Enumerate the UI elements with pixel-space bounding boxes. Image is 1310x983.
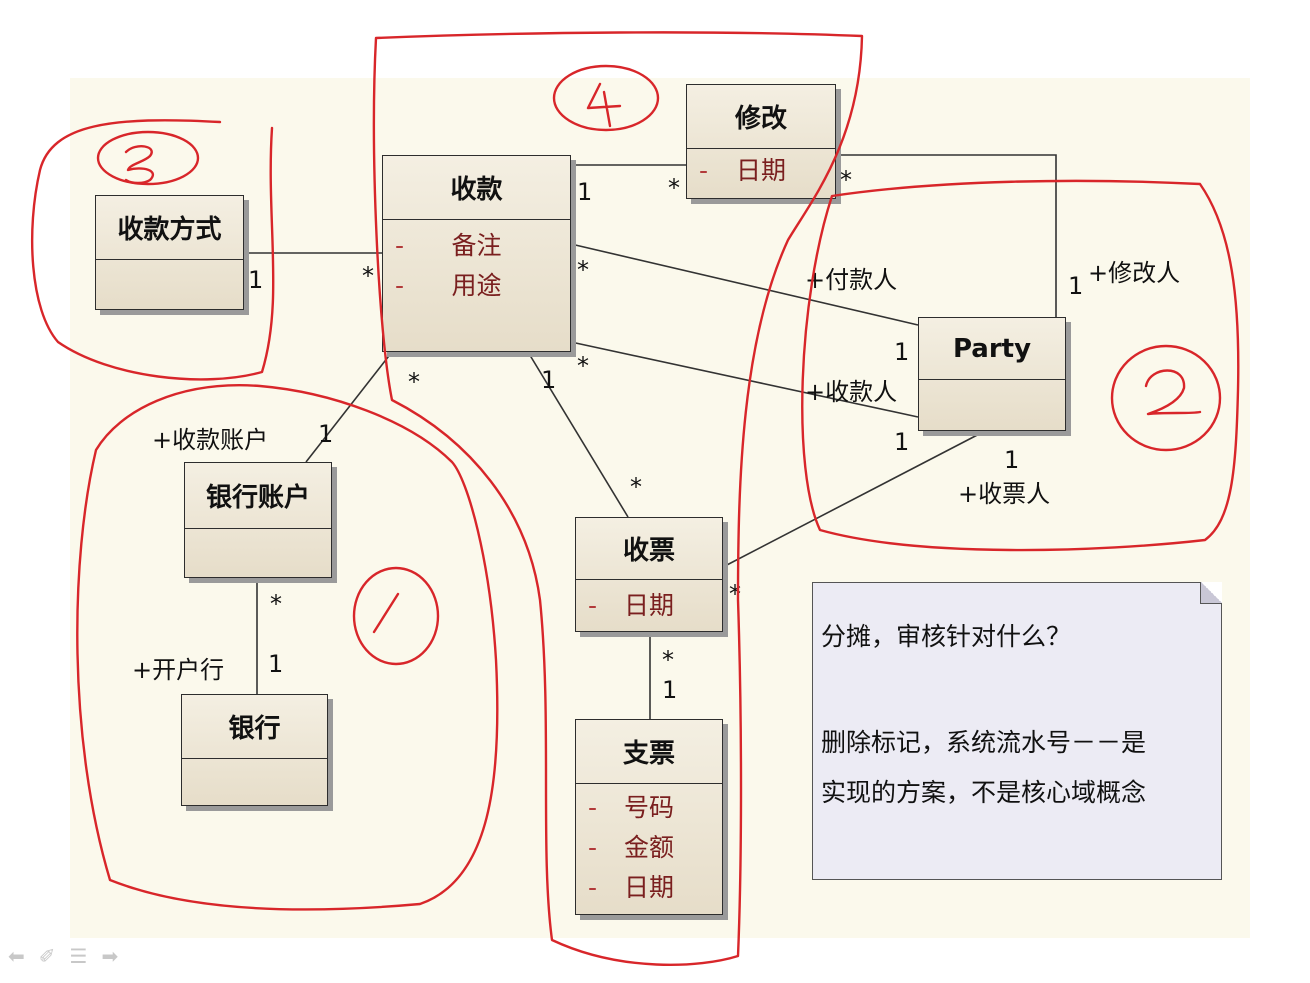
multiplicity-label: * xyxy=(662,646,674,674)
attribute: -备注 xyxy=(383,226,570,266)
pen-icon[interactable]: ✐ xyxy=(38,944,56,968)
role-label: +收票人 xyxy=(958,480,1051,508)
note-line: 实现的方案，不是核心域概念 xyxy=(821,778,1147,807)
multiplicity-label: * xyxy=(577,352,589,380)
class-yinhang[interactable]: 银行 xyxy=(181,694,328,806)
class-name: 收款方式 xyxy=(96,196,243,260)
multiplicity-label: * xyxy=(408,368,420,396)
class-party[interactable]: Party xyxy=(918,317,1066,431)
attribute: -用途 xyxy=(383,266,570,306)
attribute-list: -日期 xyxy=(687,149,835,191)
note: 分摊，审核针对什么？ 删除标记，系统流水号－－是 实现的方案，不是核心域概念 xyxy=(812,582,1222,880)
multiplicity-label: 1 xyxy=(268,650,284,678)
multiplicity-label: * xyxy=(577,256,589,284)
attribute: -日期 xyxy=(687,151,835,191)
class-xiugai[interactable]: 修改 -日期 xyxy=(686,84,836,199)
multiplicity-label: * xyxy=(729,580,741,608)
class-shoupiao[interactable]: 收票 -日期 xyxy=(575,517,723,632)
multiplicity-label: 1 xyxy=(541,366,557,394)
role-label: +收款账户 xyxy=(152,426,269,454)
class-shoukuan[interactable]: 收款 -备注 -用途 xyxy=(382,155,571,352)
arrow-left-icon[interactable]: ⬅ xyxy=(8,944,25,968)
class-name: 修改 xyxy=(687,85,835,149)
class-name: 收款 xyxy=(383,156,570,220)
class-name: 支票 xyxy=(576,720,722,784)
class-shoukuan-fangshi[interactable]: 收款方式 xyxy=(95,195,244,310)
multiplicity-label: 1 xyxy=(248,266,264,294)
attribute-name: 用途 xyxy=(451,271,502,300)
class-zhipiao[interactable]: 支票 -号码 -金额 -日期 xyxy=(575,719,723,915)
class-name: 银行 xyxy=(182,695,327,759)
attribute-list: -备注 -用途 xyxy=(383,220,570,306)
note-line: 分摊，审核针对什么？ xyxy=(821,622,1072,651)
multiplicity-label: 1 xyxy=(1068,272,1084,300)
multiplicity-label: * xyxy=(840,166,852,194)
multiplicity-label: 1 xyxy=(577,178,593,206)
attribute-list: -日期 xyxy=(576,580,722,626)
multiplicity-label: 1 xyxy=(1004,446,1020,474)
multiplicity-label: 1 xyxy=(894,428,910,456)
assoc-party-shoupiao xyxy=(722,430,986,568)
attribute-name: 备注 xyxy=(451,231,502,260)
class-name: 收票 xyxy=(576,518,722,580)
attribute: -金额 xyxy=(576,828,722,868)
attribute-list: -号码 -金额 -日期 xyxy=(576,784,722,908)
attribute: -日期 xyxy=(576,586,722,626)
arrow-right-icon[interactable]: ➡ xyxy=(101,944,119,968)
menu-icon[interactable]: ☰ xyxy=(69,944,88,968)
attribute-name: 号码 xyxy=(623,793,674,822)
attribute-name: 日期 xyxy=(735,156,786,185)
multiplicity-label: 1 xyxy=(662,676,678,704)
note-line: 删除标记，系统流水号－－是 xyxy=(821,728,1147,757)
attribute: -日期 xyxy=(576,868,722,908)
multiplicity-label: 1 xyxy=(318,420,334,448)
multiplicity-label: * xyxy=(270,590,282,618)
role-label: +付款人 xyxy=(805,266,898,294)
multiplicity-label: * xyxy=(362,262,374,290)
attribute: -号码 xyxy=(576,788,722,828)
class-name: Party xyxy=(919,318,1065,380)
role-label: +收款人 xyxy=(805,378,898,406)
class-name: 银行账户 xyxy=(185,463,331,529)
slide-nav: ⬅ ✐ ☰ ➡ xyxy=(8,944,118,968)
note-fold-corner xyxy=(1200,582,1222,604)
class-yinhang-zhanghu[interactable]: 银行账户 xyxy=(184,462,332,578)
multiplicity-label: 1 xyxy=(894,338,910,366)
multiplicity-label: * xyxy=(668,174,680,202)
attribute-name: 日期 xyxy=(623,591,674,620)
attribute-name: 金额 xyxy=(623,833,674,862)
multiplicity-label: * xyxy=(630,473,642,501)
attribute-name: 日期 xyxy=(623,873,674,902)
role-label: +修改人 xyxy=(1088,259,1181,287)
role-label: +开户行 xyxy=(132,656,225,684)
